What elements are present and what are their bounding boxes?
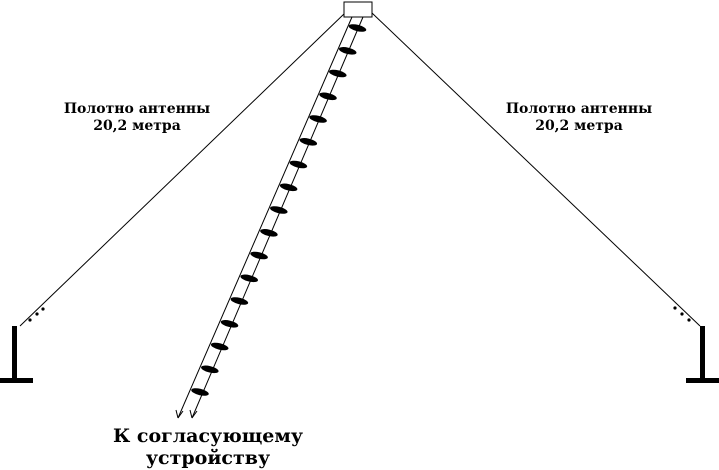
left-wire-label-line2: 20,2 метра [93,117,181,134]
ladder-spacer [289,160,308,169]
right-wire-label: Полотно антенны 20,2 метра [484,101,674,135]
ladder-spacer [260,229,278,237]
ladder-spacer [270,206,288,214]
feeder-arrow-right [189,409,198,419]
left-antenna-wire [19,12,346,327]
ladder-spacer [309,115,327,123]
feeder-arrow-left [175,409,184,419]
ladder-spacer [250,251,268,260]
right-antenna-wire [371,12,701,327]
ladder-spacer [191,388,209,396]
ladder-spacer [210,342,229,351]
ladder-spacer [240,274,258,283]
ladder-spacer [329,69,347,78]
ladder-spacer [220,320,239,328]
ladder-spacer [299,138,318,146]
ladder-line-feeder [177,16,367,419]
feeder-wire-left [177,16,353,419]
feeder-wire-right [191,16,364,419]
feed-label-line1: К согласующему [112,425,304,447]
ladder-spacers [191,24,367,396]
right-support-mast [686,326,719,383]
left-support-mast [0,326,33,383]
ladder-spacer [348,24,367,32]
ladder-spacer [230,297,249,305]
left-wire-label-line1: Полотно антенны [63,101,211,117]
left-wire-insulators [28,307,45,322]
right-wire-insulators [673,306,691,322]
center-insulator-box [343,1,373,18]
ladder-spacer [279,183,298,192]
ladder-spacer [319,92,337,101]
feed-label-line2: устройству [145,446,271,469]
left-wire-label: Полотно антенны 20,2 метра [42,101,232,135]
ladder-spacer [201,365,219,374]
feed-label: К согласующему устройству [78,425,338,470]
ladder-spacer [338,47,357,55]
right-wire-label-line1: Полотно антенны [505,101,653,117]
right-wire-label-line2: 20,2 метра [535,117,623,134]
